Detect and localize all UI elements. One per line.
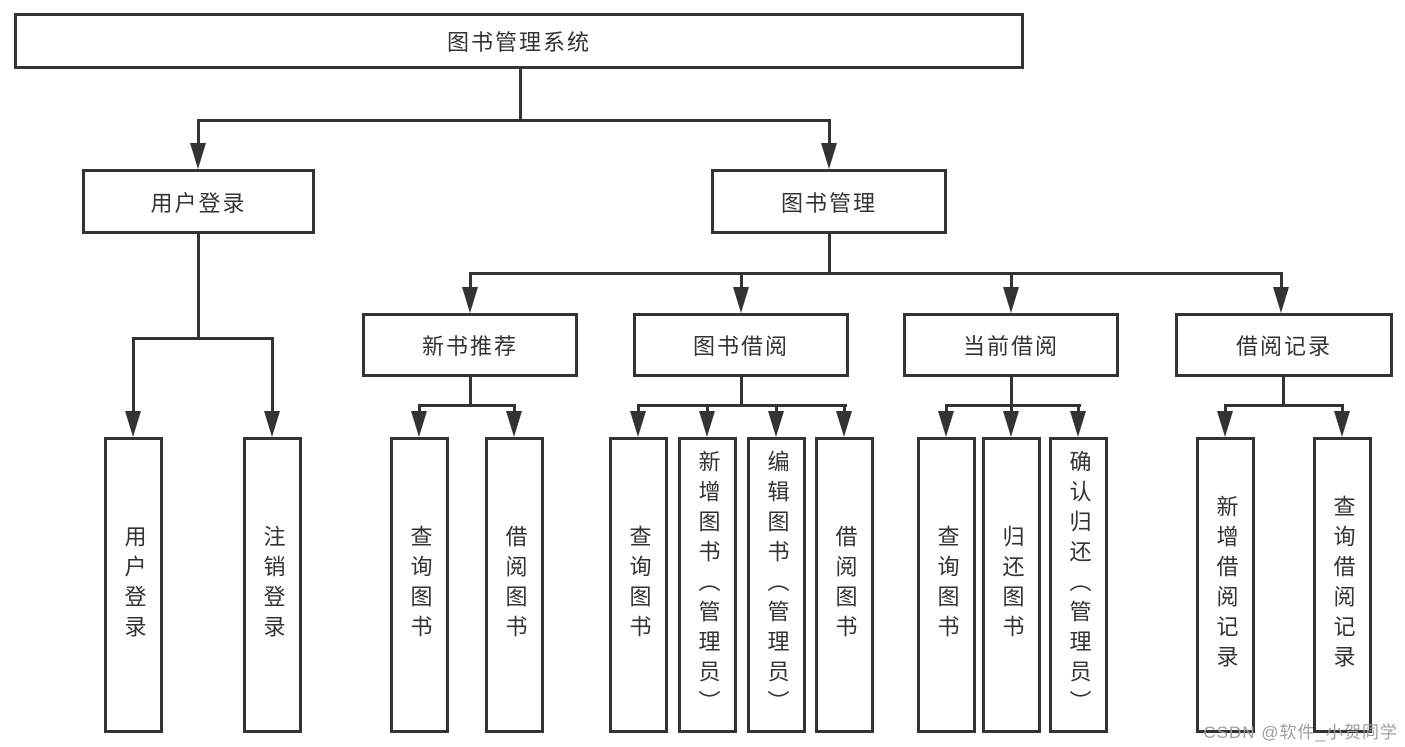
connector-drop-leaf [1077,404,1080,414]
connector-borrow-branch [637,404,847,407]
leaf-label: 新增借阅记录 [1213,495,1239,675]
leaf-label: 查询借阅记录 [1330,495,1356,675]
arrow-down-icon [1003,287,1019,313]
connector-drop-records [1280,272,1283,289]
leaf-label: 确认归还（管理员） [1066,450,1092,720]
connector-drop-borrow [740,272,743,289]
connector-borrow-stem [740,377,743,404]
leaf-confirm-return-admin: 确认归还（管理员） [1049,437,1108,733]
leaf-query-books: 查询图书 [609,437,668,733]
leaf-label: 编辑图书（管理员） [764,450,790,720]
connector-root-stem [519,69,522,119]
arrow-down-icon [506,411,522,437]
node-book-borrowing: 图书借阅 [633,313,849,377]
arrow-down-icon [190,143,206,169]
node-label: 新书推荐 [421,334,518,359]
leaf-user-login: 用户登录 [104,437,163,733]
connector-drop-leaf [637,404,640,414]
node-label: 图书借阅 [692,334,789,359]
leaf-label: 查询图书 [407,525,433,645]
connector-drop-login [197,119,200,147]
node-library-management-system: 图书管理系统 [14,13,1024,69]
leaf-query-books: 查询图书 [917,437,976,733]
connector-login-stem [197,234,200,337]
connector-login-branch [132,337,274,340]
arrow-down-icon [821,143,837,169]
connector-drop-leaf [1224,404,1227,414]
connector-drop-leaf [775,404,778,414]
connector-drop-current [1010,272,1013,289]
leaf-borrow-books: 借阅图书 [485,437,544,733]
connector-records-stem [1282,377,1285,404]
csdn-watermark: CSDN @软件_小贺同学 [1203,723,1398,742]
leaf-query-borrow-record: 查询借阅记录 [1313,437,1372,733]
node-label: 当前借阅 [962,334,1059,359]
leaf-label: 查询图书 [934,525,960,645]
arrow-down-icon [630,411,646,437]
node-borrowing-records: 借阅记录 [1175,313,1393,377]
connector-current-stem [1010,377,1013,404]
connector-drop-leaf [1341,404,1344,414]
connector-records-branch [1224,404,1344,407]
leaf-borrow-books: 借阅图书 [815,437,874,733]
leaf-return-books: 归还图书 [982,437,1041,733]
node-current-borrowing: 当前借阅 [903,313,1119,377]
node-new-book-recommendation: 新书推荐 [362,313,578,377]
leaf-label: 归还图书 [999,525,1025,645]
node-label: 图书管理系统 [446,30,591,55]
arrow-down-icon [125,411,141,437]
arrow-down-icon [411,411,427,437]
node-label: 用户登录 [150,190,247,216]
arrow-down-icon [1334,411,1350,437]
node-label: 借阅记录 [1235,334,1332,359]
leaf-query-books: 查询图书 [390,437,449,733]
connector-drop-newbook [469,272,472,289]
connector-drop-leaf [945,404,948,414]
connector-drop-leaf [513,404,516,414]
node-label: 图书管理 [780,190,877,216]
connector-newbook-stem [469,377,472,404]
arrow-down-icon [462,287,478,313]
leaf-label: 借阅图书 [502,525,528,645]
node-user-login: 用户登录 [82,169,315,234]
connector-drop-leaf [843,404,846,414]
arrow-down-icon [733,287,749,313]
connector-drop-leaf [1010,404,1013,414]
connector-books-branch [469,272,1283,275]
connector-drop-leaf [271,337,274,413]
arrow-down-icon [1273,287,1289,313]
leaf-label: 注销登录 [260,525,286,645]
connector-drop-books [828,119,831,147]
arrow-down-icon [1217,411,1233,437]
node-book-management: 图书管理 [711,169,947,234]
leaf-add-books-admin: 新增图书（管理员） [678,437,737,733]
connector-current-branch [945,404,1081,407]
connector-drop-leaf [418,404,421,414]
arrow-down-icon [1003,411,1019,437]
leaf-label: 查询图书 [626,525,652,645]
connector-books-stem [828,234,831,272]
arrow-down-icon [1070,411,1086,437]
connector-newbook-branch [418,404,516,407]
connector-drop-leaf [132,337,135,413]
arrow-down-icon [768,411,784,437]
leaf-edit-books-admin: 编辑图书（管理员） [747,437,806,733]
arrow-down-icon [938,411,954,437]
arrow-down-icon [836,411,852,437]
arrow-down-icon [699,411,715,437]
connector-root-branch [197,119,831,122]
leaf-logout: 注销登录 [243,437,302,733]
leaf-add-borrow-record: 新增借阅记录 [1196,437,1255,733]
connector-drop-leaf [706,404,709,414]
leaf-label: 借阅图书 [832,525,858,645]
arrow-down-icon [264,411,280,437]
leaf-label: 新增图书（管理员） [695,450,721,720]
leaf-label: 用户登录 [121,525,147,645]
